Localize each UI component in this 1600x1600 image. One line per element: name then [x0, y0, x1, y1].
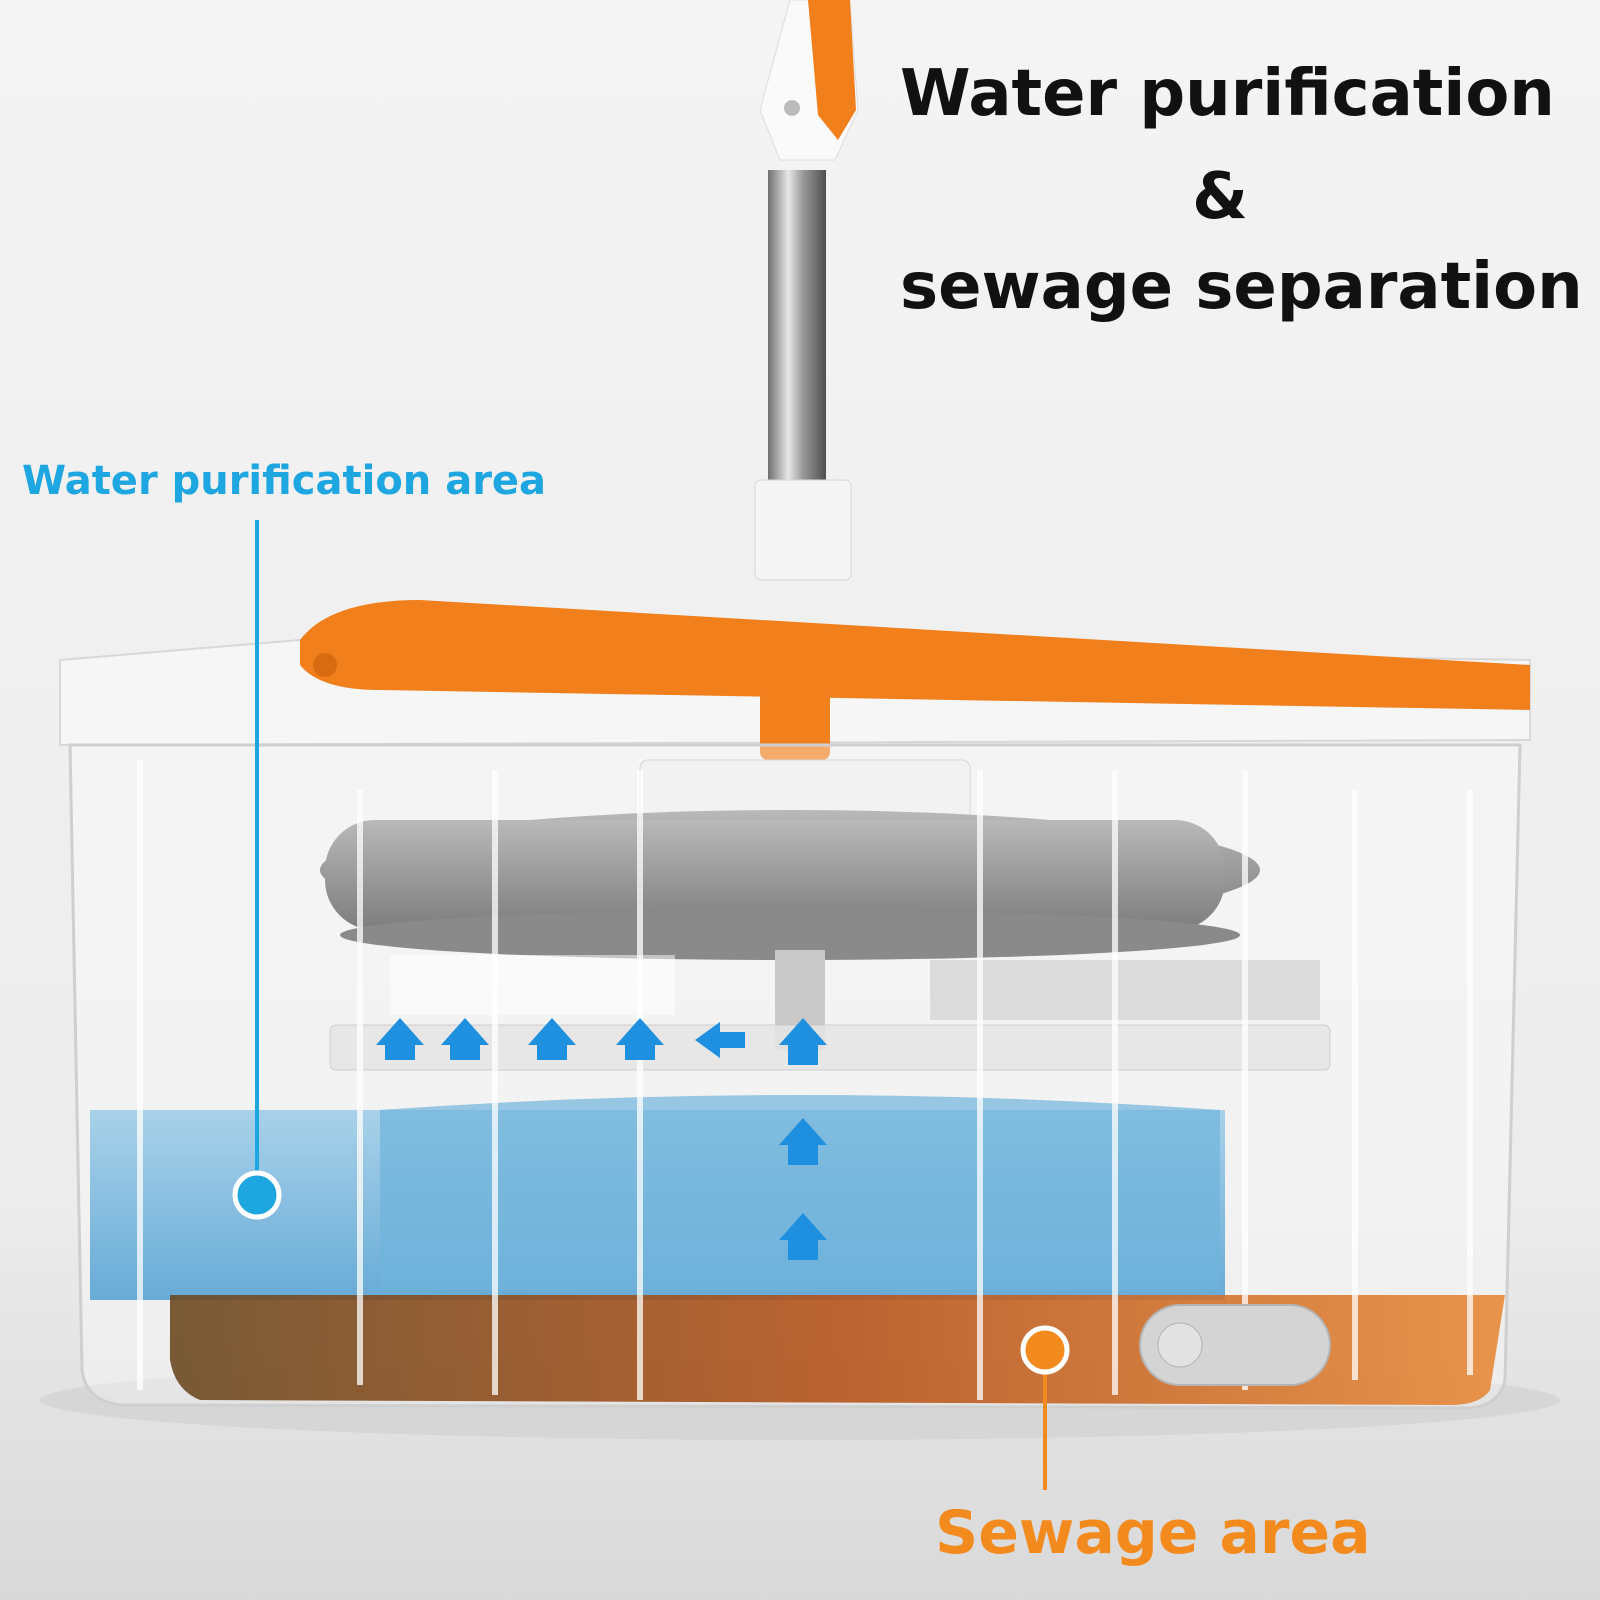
- up-arrow-icon: [616, 1018, 664, 1060]
- headline-line-3: sewage separation: [900, 250, 1583, 324]
- up-arrow-icon: [779, 1118, 827, 1165]
- drain-tap: [1139, 1304, 1331, 1386]
- left-arrow-icon: [695, 1022, 745, 1058]
- bucket-lid: [59, 600, 1531, 760]
- up-arrow-icon: [779, 1018, 827, 1065]
- up-arrow-icon: [779, 1213, 827, 1260]
- sewage-callout-pointer: [1020, 1325, 1070, 1490]
- up-arrow-icon: [376, 1018, 424, 1060]
- up-arrow-icon: [528, 1018, 576, 1060]
- water-purification-area-label: Water purification area: [22, 458, 547, 504]
- water-callout-pointer: [232, 520, 282, 1220]
- water-filter-drum: [380, 1095, 1220, 1290]
- headline-line-2: &: [1192, 160, 1248, 234]
- flow-arrows: [376, 1018, 827, 1260]
- sewage-area-label: Sewage area: [935, 1498, 1371, 1568]
- mop-handle: [754, 0, 859, 581]
- headline-line-1: Water purification: [900, 57, 1555, 131]
- up-arrow-icon: [441, 1018, 489, 1060]
- mop-head: [320, 759, 1260, 1050]
- bucket-ribs: [137, 760, 1473, 1400]
- scraper-comb: [329, 955, 1331, 1071]
